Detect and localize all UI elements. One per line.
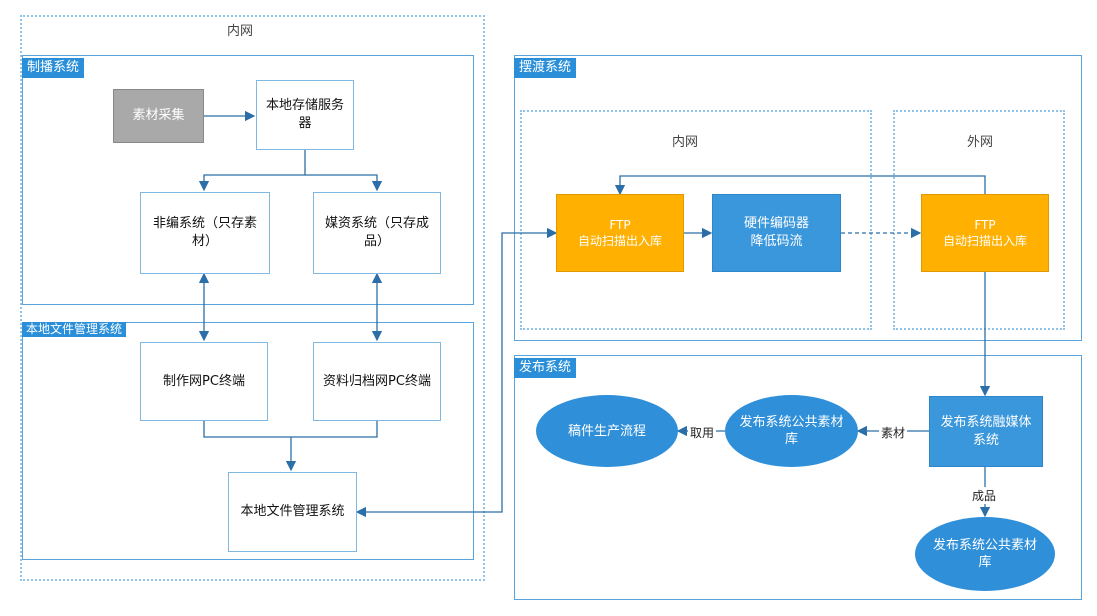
hw-encoder-subtitle: 降低码流 (750, 234, 803, 249)
hw-encoder-title: 硬件编码器 (743, 216, 809, 231)
public-lib-top-node[interactable]: 发布系统公共素材库 (725, 395, 858, 467)
production-pc-node[interactable]: 制作网PC终端 (140, 342, 268, 421)
edge-storage-to-nonlinear (198, 150, 306, 192)
edge-label-material: 素材 (879, 424, 908, 441)
archive-pc-node[interactable]: 资料归档网PC终端 (313, 342, 441, 421)
ferry-system-frame (514, 55, 1082, 341)
edge-label-product: 成品 (970, 487, 999, 504)
edge-storage-to-media (305, 174, 383, 192)
ftp-inner-node[interactable]: FTP 自动扫描出入库 (556, 194, 684, 272)
media-asset-node[interactable]: 媒资系统（只存成品） (313, 192, 441, 274)
manuscript-flow-node[interactable]: 稿件生产流程 (536, 395, 678, 467)
ferry-extranet-frame (893, 110, 1065, 330)
ferry-intranet-frame (520, 110, 872, 330)
broadcast-system-label: 制播系统 (22, 58, 85, 78)
local-file-mgmt-node[interactable]: 本地文件管理系统 (228, 472, 357, 552)
public-lib-bottom-node[interactable]: 发布系统公共素材库 (915, 517, 1055, 591)
edge-ftp-outer-back (614, 175, 986, 196)
ferry-intranet-label: 内网 (671, 135, 698, 150)
edge-filemgmt-ftp (355, 227, 558, 518)
broadcast-system-frame (22, 55, 474, 305)
edge-label-fetch: 取用 (688, 424, 717, 441)
hw-encoder-node[interactable]: 硬件编码器 降低码流 (712, 194, 841, 272)
ftp-outer-node[interactable]: FTP 自动扫描出入库 (921, 194, 1049, 272)
local-file-mgmt-label: 本地文件管理系统 (22, 322, 126, 337)
material-collect-node[interactable]: 素材采集 (113, 89, 204, 143)
ferry-extranet-label: 外网 (966, 135, 993, 150)
ferry-system-label: 摆渡系统 (514, 58, 577, 78)
intranet-outer-label: 内网 (226, 24, 253, 39)
publish-fusion-node[interactable]: 发布系统融媒体系统 (929, 396, 1043, 467)
edge-production-to-filemgmt (203, 421, 378, 438)
local-storage-node[interactable]: 本地存储服务器 (256, 80, 354, 150)
nonlinear-edit-node[interactable]: 非编系统（只存素材） (140, 192, 270, 274)
